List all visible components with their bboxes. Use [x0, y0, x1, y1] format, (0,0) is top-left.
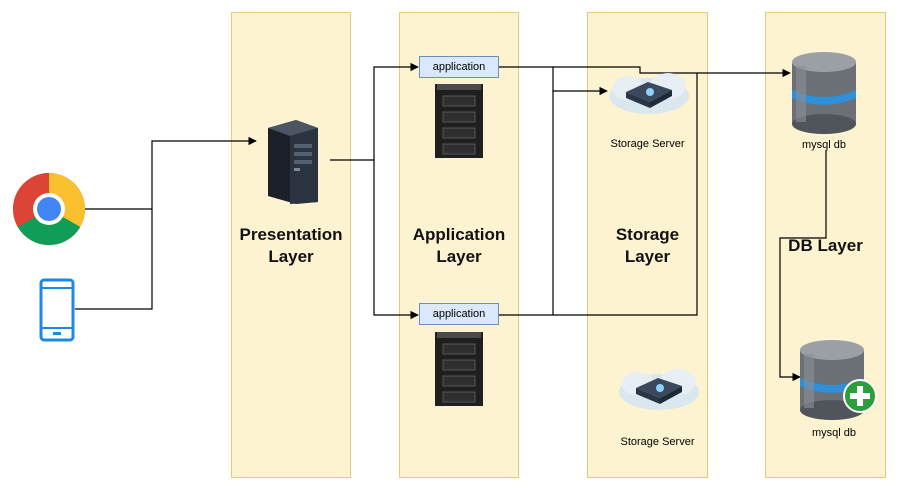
storage-server-label-top: Storage Server [610, 138, 685, 150]
application-node-top[interactable]: application [419, 56, 499, 78]
mysql-db-label-top: mysql db [801, 139, 847, 151]
lane-presentation [231, 12, 351, 478]
storage-layer-title: Storage Layer [615, 225, 680, 266]
server-rack-icon [433, 330, 485, 413]
database-icon [790, 50, 858, 141]
server-rack-icon [433, 82, 485, 165]
server-tower-icon [258, 118, 328, 209]
mysql-db-label-bottom: mysql db [811, 427, 857, 439]
edge-app-top-to-storage [499, 66, 608, 96]
database-add-icon [798, 336, 878, 429]
edge-web-to-app-bottom [373, 160, 419, 320]
storage-server-icon [616, 362, 702, 419]
edge-db-replication [779, 150, 827, 382]
storage-server-label-bottom: Storage Server [620, 436, 695, 448]
chrome-browser-icon [12, 172, 86, 251]
mobile-phone-icon [39, 278, 75, 347]
edge-web-to-app-top [330, 62, 419, 161]
edge-mobile-to-web [75, 209, 153, 310]
application-layer-title: Application Layer [412, 225, 506, 266]
edge-app-top-to-db [553, 66, 791, 78]
application-node-bottom[interactable]: application [419, 303, 499, 325]
storage-server-icon [606, 66, 692, 123]
edge-browser-to-web [75, 136, 257, 210]
edge-app-bottom-bus [499, 73, 698, 316]
presentation-layer-title: Presentation Layer [239, 225, 343, 266]
db-layer-title: DB Layer [788, 236, 863, 255]
